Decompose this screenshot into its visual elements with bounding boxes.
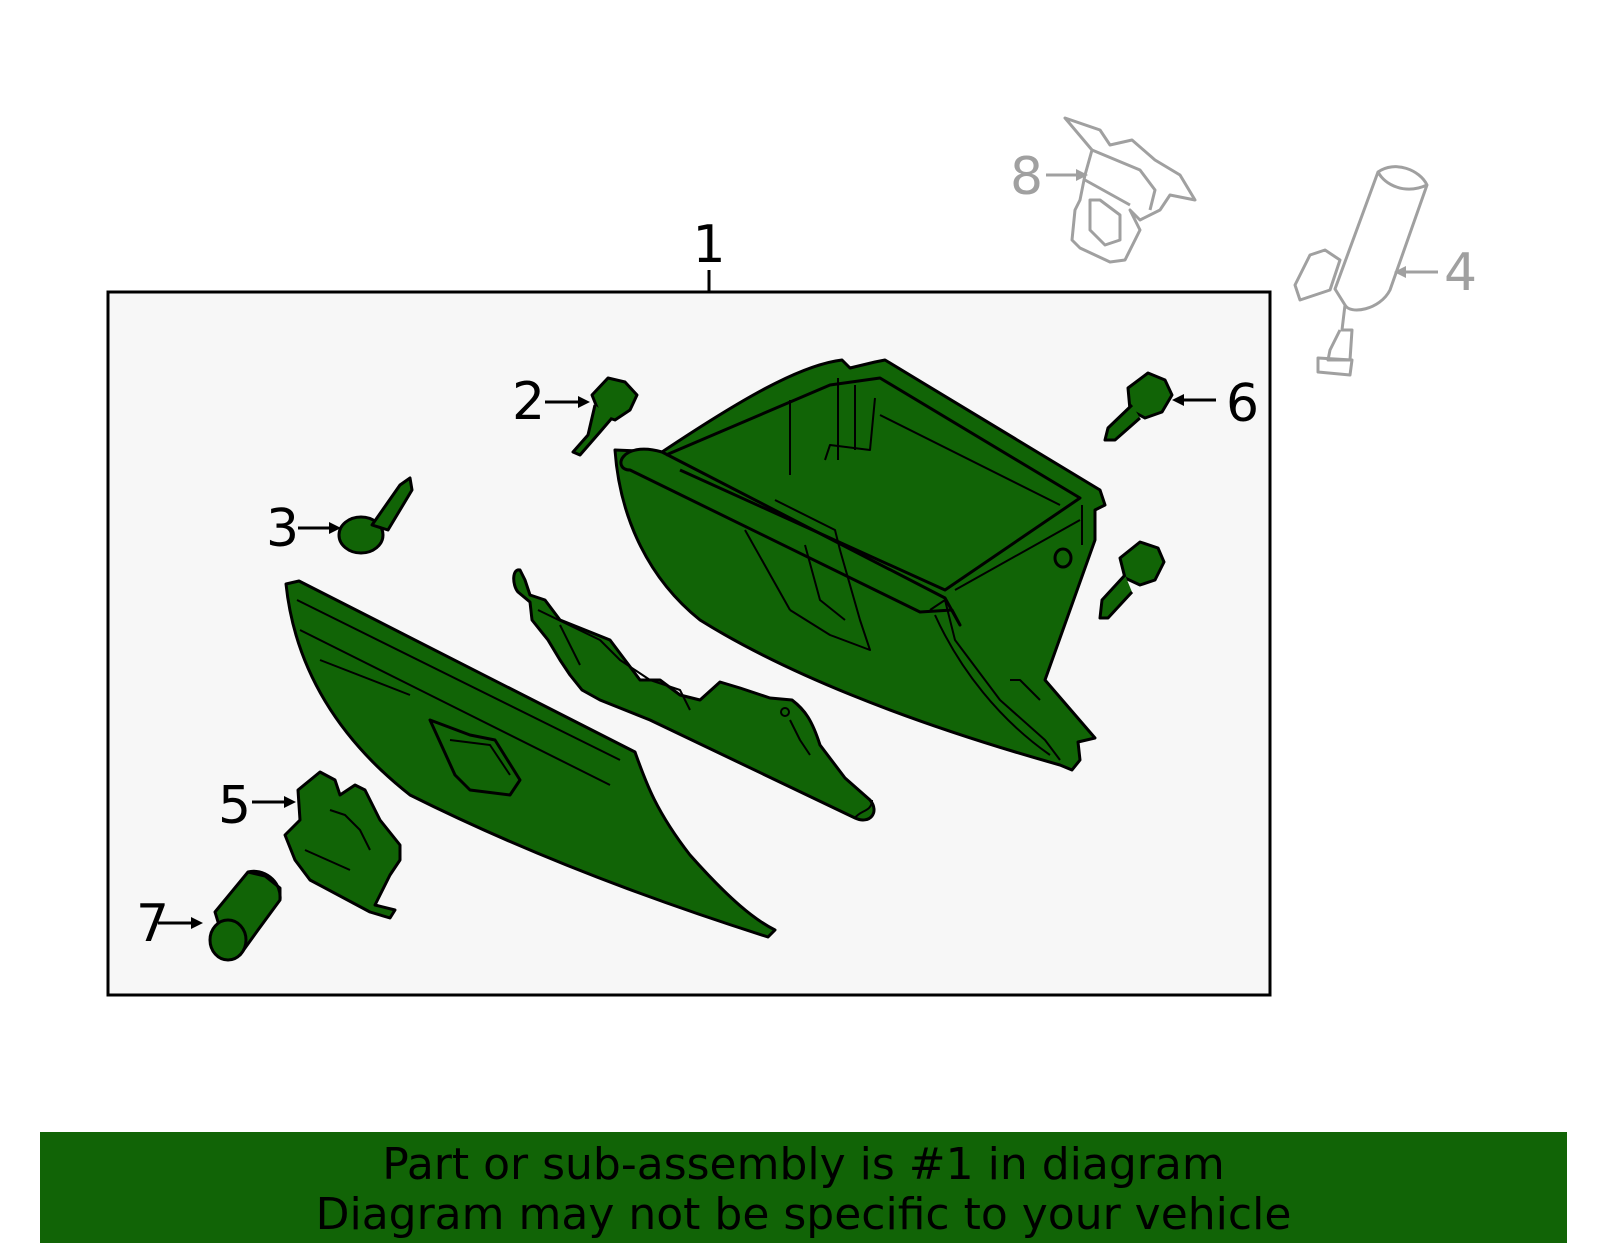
banner-line-1: Part or sub-assembly is #1 in diagram <box>382 1139 1225 1190</box>
callout-7-label: 7 <box>136 894 169 954</box>
glove-box-bin <box>613 358 1107 772</box>
callout-2-label: 2 <box>512 372 545 432</box>
part-3-screw <box>337 476 414 555</box>
callout-8-label: 8 <box>1010 147 1043 207</box>
callout-5-label: 5 <box>218 776 251 836</box>
extra-clip <box>1098 540 1166 620</box>
banner-line-2: Diagram may not be specific to your vehi… <box>315 1189 1292 1240</box>
callout-1-label: 1 <box>692 215 725 275</box>
callout-3-arrowhead <box>329 522 341 534</box>
callout-5-arrowhead <box>284 796 296 808</box>
info-banner: Part or sub-assembly is #1 in diagram Di… <box>40 1132 1567 1243</box>
callout-4-label: 4 <box>1444 243 1477 303</box>
part-8-reference-part <box>1063 116 1197 264</box>
callout-3-label: 3 <box>266 499 299 559</box>
callout-4-arrowhead <box>1394 266 1406 278</box>
callout-6-label: 6 <box>1226 374 1259 434</box>
callout-6-arrowhead <box>1172 394 1184 406</box>
part-6-clip <box>1103 371 1174 442</box>
part-7-bumper <box>208 869 282 962</box>
callout-8-arrowhead <box>1076 169 1088 181</box>
glove-box-door <box>284 579 777 939</box>
part-5-latch <box>283 770 402 920</box>
part-4-reference-part <box>1293 165 1429 377</box>
inner-panel <box>512 568 876 822</box>
callout-2-arrowhead <box>578 396 590 408</box>
callout-7-arrowhead <box>191 917 203 929</box>
part-2-clip <box>571 376 639 457</box>
